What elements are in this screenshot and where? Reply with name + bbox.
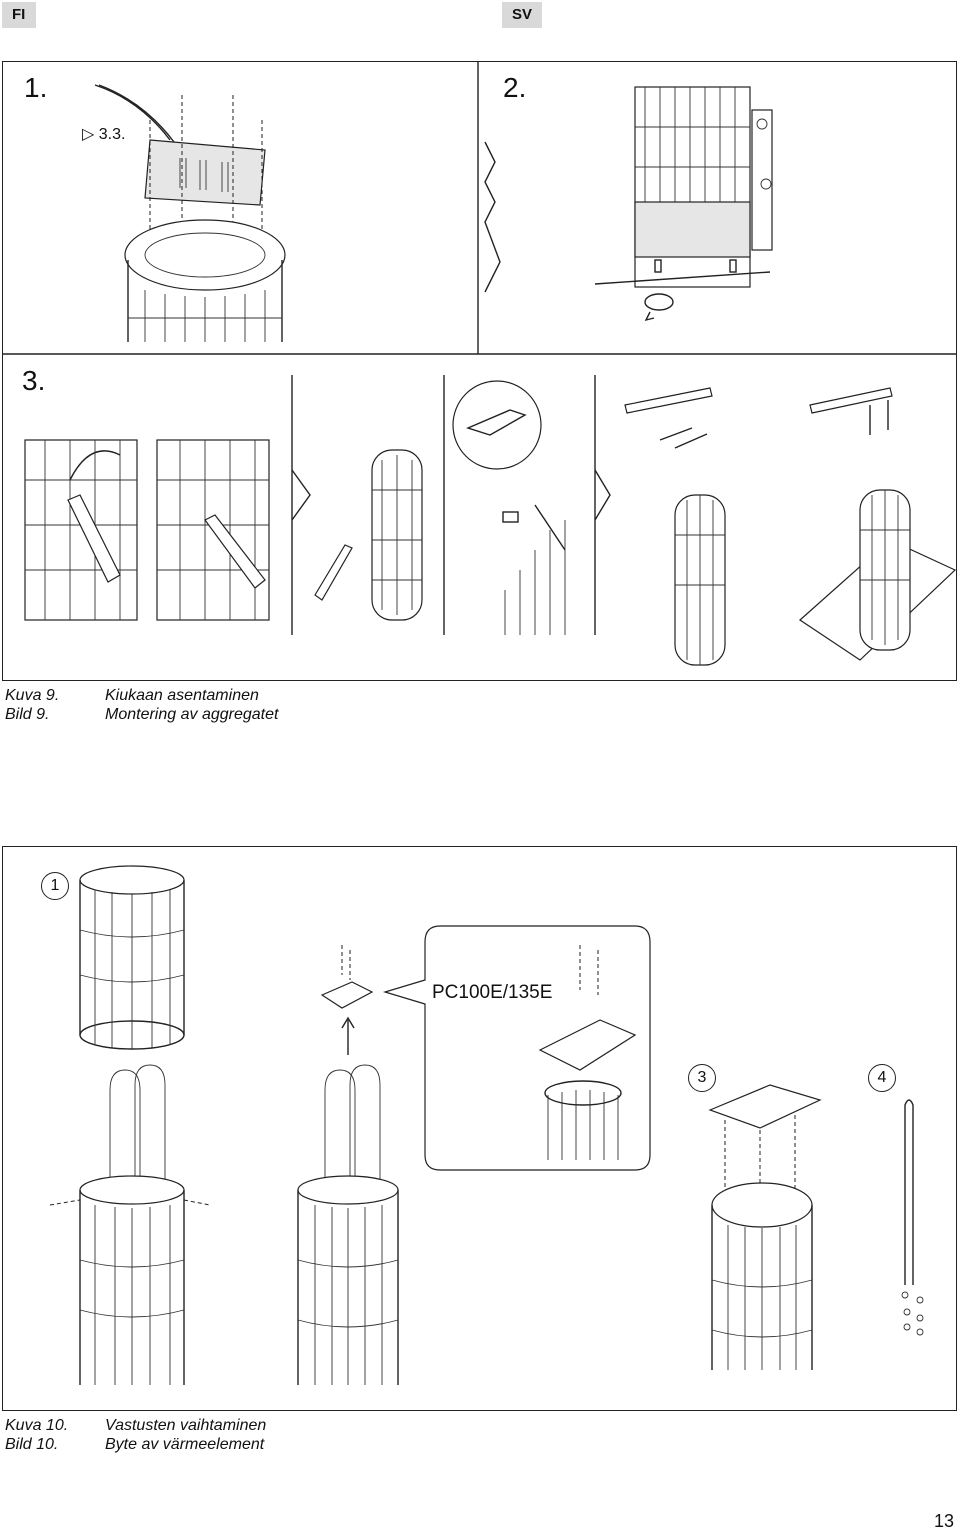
figure-9-dividers [2,61,957,355]
figure-9-caption: Kuva 9. Kiukaan asentaminen Bild 9. Monter… [5,686,278,724]
caption-label-sv: Bild 9. [5,706,50,723]
heater-top-wiring-illustration [94,84,286,342]
heater-plate-lifted-illustration [297,945,399,1385]
caption-text-sv: Byte av värmeelement [105,1436,265,1453]
figure-9-frame [2,61,957,681]
figure-10-caption: Kuva 10. Vastusten vaihtaminen Bild 10. By… [5,1416,266,1454]
figure-10-frame [2,846,957,1411]
heating-element-illustration [901,1099,924,1336]
caption-text-sv: Montering av aggregatet [105,706,279,723]
step-2-number: 2. [503,72,527,103]
callout-4: 4 [868,1064,896,1092]
language-tab-sv: SV [502,2,542,28]
step-1-number: 1. [24,72,48,103]
heater-top-plate-illustration [708,1084,822,1370]
heater-leveling-illustration [484,86,773,322]
triangle-marker-icon: ▷ [82,126,95,143]
detail-callout-bubble [382,925,651,1171]
caption-label-fi: Kuva 10. [5,1417,69,1434]
language-tab-fi: FI [2,2,36,28]
caption-label-sv: Bild 10. [5,1436,59,1453]
model-label: PC100E/135E [432,982,553,1003]
step-3-number: 3. [22,365,46,396]
callout-1: 1 [41,872,69,900]
caption-text-fi: Kiukaan asentaminen [105,687,259,704]
caption-label-fi: Kuva 9. [5,687,60,704]
page-number: 13 [933,1511,954,1531]
section-reference: ▷ 3.3. [82,124,125,144]
heater-cage-removed-illustration [49,865,211,1385]
callout-3: 3 [688,1064,716,1092]
caption-text-fi: Vastusten vaihtaminen [105,1417,267,1434]
section-reference-text: 3.3. [98,126,126,143]
wall-bracket-sequence-illustration [24,375,957,666]
